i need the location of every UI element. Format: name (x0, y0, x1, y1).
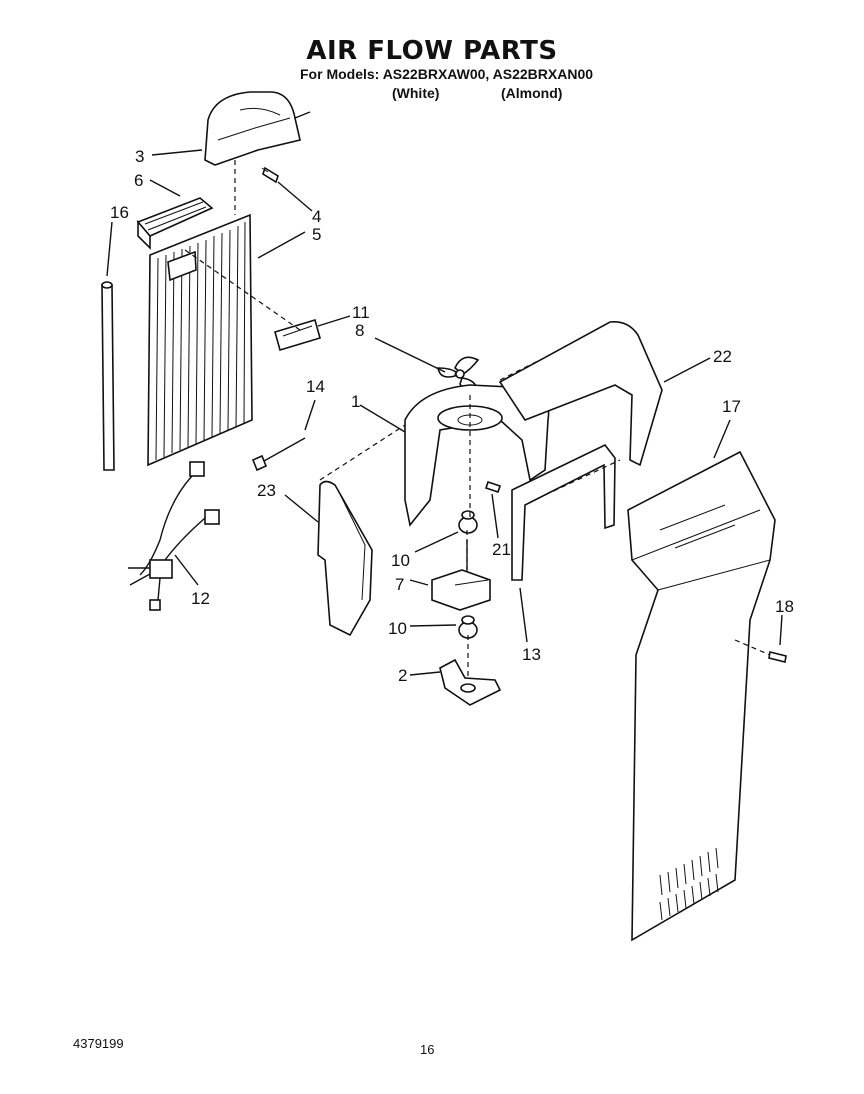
callout-4: 4 (312, 207, 321, 226)
page-number: 16 (420, 1042, 435, 1057)
callout-23: 23 (257, 481, 276, 500)
part-10-grommet-lower (458, 615, 478, 639)
part-12-wire-harness (128, 461, 220, 611)
callout-12: 12 (191, 589, 210, 608)
callout-22: 22 (713, 347, 732, 366)
callout-8: 8 (355, 321, 364, 340)
part-21-screw (484, 480, 502, 494)
callout-6: 6 (134, 171, 143, 190)
callout-16: 16 (110, 203, 129, 222)
callout-14: 14 (306, 377, 325, 396)
part-10-grommet-upper (458, 510, 478, 534)
part-18-screw (768, 651, 787, 663)
part-7-fan-motor (431, 540, 491, 611)
part-5-panel (147, 213, 253, 467)
variant-almond: (Almond) (501, 85, 563, 101)
part-11-bracket (274, 318, 321, 352)
callout-7: 7 (395, 575, 404, 594)
part-4-screw (261, 166, 279, 184)
callout-11: 11 (352, 303, 370, 322)
callout-10-lower: 10 (388, 619, 407, 638)
leader-lines (106, 149, 783, 676)
callout-labels: 3 6 16 4 5 11 8 14 1 22 17 23 21 10 7 12… (110, 147, 794, 685)
part-13-channel (511, 443, 616, 581)
callout-1: 1 (351, 392, 360, 411)
models-line: For Models: AS22BRXAW00, AS22BRXAN00 (300, 66, 594, 82)
part-6-grille (136, 197, 214, 250)
part-2-bracket (439, 658, 502, 706)
callout-5: 5 (312, 225, 321, 244)
part-17-rear-panel (627, 450, 776, 942)
part-3-duct-cover (204, 91, 311, 166)
callout-3: 3 (135, 147, 144, 166)
callout-10-upper: 10 (391, 551, 410, 570)
document-number: 4379199 (73, 1036, 124, 1051)
page-title: AIR FLOW PARTS (306, 36, 558, 66)
callout-21: 21 (492, 540, 511, 559)
part-14-thermistor (251, 437, 306, 472)
part-16-tube (101, 281, 115, 471)
part-23-baffle (317, 480, 373, 637)
variant-white: (White) (392, 85, 440, 101)
callout-18: 18 (775, 597, 794, 616)
callout-17: 17 (722, 397, 741, 416)
alignment-lines (184, 160, 771, 680)
panel-ribs (155, 221, 246, 461)
callout-2: 2 (398, 666, 407, 685)
part-22-shroud (498, 320, 663, 467)
rear-panel-vents (659, 847, 719, 921)
callout-13: 13 (522, 645, 541, 664)
